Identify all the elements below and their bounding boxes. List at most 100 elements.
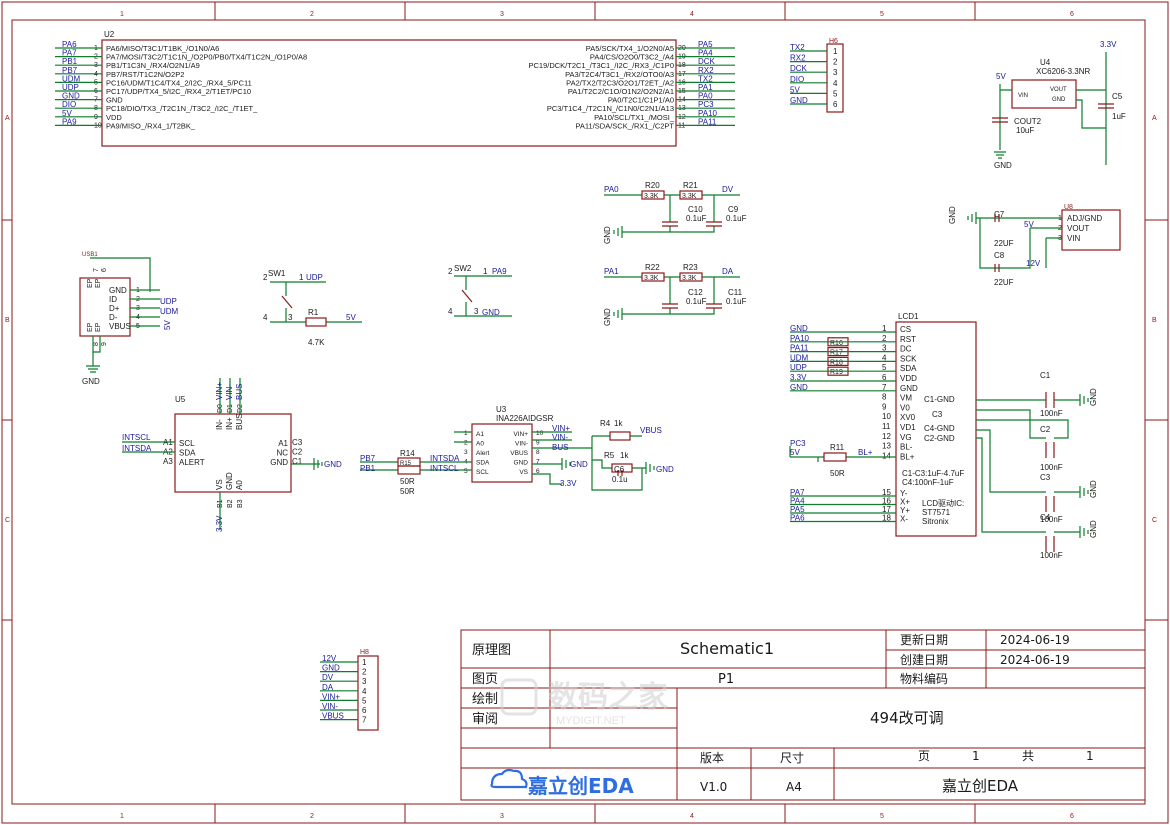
watermark-main: 数码之家 [548, 680, 668, 715]
u8-gnd: GND [948, 206, 957, 224]
sw2-net: PA9 [492, 267, 507, 276]
u5-bottom-label: GND [225, 472, 234, 490]
lcd-pin-label: XV0 [900, 413, 916, 422]
u4-ldo[interactable]: U4 XC6206-3.3NR VIN VOUT GND 5V 3.3V COU… [992, 40, 1126, 170]
u4-part: XC6206-3.3NR [1036, 67, 1090, 76]
usb-ep-label: EP [87, 322, 94, 332]
u5-right-label: GND [270, 458, 288, 467]
sw1-switch[interactable]: SW1 2 1 4 3 UDP R1 4.7K 5V [263, 269, 362, 347]
h8-net: GND [322, 664, 340, 673]
watermark: 数码之家 MYDIGIT.NET [500, 678, 668, 727]
lcd-note1: C1-C3:1uF-4.7uF [902, 469, 964, 478]
lcd-touch-net: PA5 [790, 505, 805, 514]
c6-gnd: GND [656, 465, 674, 474]
u2-left-net: PA6 [62, 40, 77, 49]
lcd-cap-label: C1-GND [924, 395, 955, 404]
u2-right-net: PA5 [698, 40, 713, 49]
divider-pa0[interactable]: PA0 R20 3.3K R21 3.3K DV C10 0.1uF C9 0.… [603, 181, 747, 244]
r22-val: 3.3K [644, 275, 659, 282]
u3-right-label: VS [519, 469, 528, 476]
u2-left-func: PA7/MOSI/T3C2/T1C1N_/O2P0/PB0/TX4/T1C2N_… [106, 53, 307, 62]
sw1-ref: SW1 [268, 269, 286, 278]
da-net: DA [722, 267, 734, 276]
lcd-pin-label: V0 [900, 403, 910, 412]
tb-v-page: P1 [718, 672, 734, 687]
lcd-net: PA11 [790, 344, 809, 353]
u4-vin: VIN [1018, 93, 1028, 99]
lcd-pin-label: SDA [900, 364, 917, 373]
tb-k-size: 尺寸 [780, 751, 804, 765]
u3-net-bus: BUS [552, 443, 568, 452]
usb-gnd: GND [82, 377, 100, 386]
c12-val: 0.1uF [686, 297, 707, 306]
r21-val: 3.3K [682, 193, 697, 200]
lcd-res: R19 [830, 369, 843, 376]
lcd-pin: 11 [882, 422, 891, 431]
lcd-net: GND [790, 324, 808, 333]
ruler-col-bottom: 4 [690, 813, 694, 820]
u2-ref: U2 [104, 30, 115, 39]
usb-net-udp: UDP [160, 297, 177, 306]
u3-left-label: A0 [476, 441, 484, 448]
ruler-col-top: 5 [880, 11, 884, 18]
r21-ref: R21 [683, 181, 698, 190]
r15-ref: R15 [400, 461, 412, 467]
lcd-pin: 10 [882, 412, 891, 421]
dv-net: DV [722, 185, 734, 194]
u3-ref: U3 [496, 405, 507, 414]
lcd-net: 3.3V [790, 373, 807, 382]
lcd-res: R18 [830, 359, 843, 366]
sw2-gnd: GND [482, 308, 500, 317]
u2-left-func: PA6/MISO/T3C1/T1BK_/O1N0/A6 [106, 44, 219, 53]
sw2-switch[interactable]: SW2 2 1 4 3 PA9 GND [448, 264, 512, 317]
h8-pin: 1 [362, 658, 367, 667]
u3-net-3v3: 3.3V [560, 479, 577, 488]
u5-left-label: SCL [179, 439, 195, 448]
lcd-net: PA10 [790, 334, 810, 343]
u2-right-net: RX2 [698, 66, 714, 75]
lcd-net-5v: 5V [790, 448, 800, 457]
usb-ep-pin: 9 [101, 342, 108, 346]
ruler-row-right: B [1152, 317, 1157, 324]
lcd-pin-label: X- [900, 515, 908, 524]
lcd-pin: 8 [882, 393, 887, 402]
lcd-cap-gnd: GND [1089, 480, 1098, 498]
u2-left-func: PB7/RST/T1C2N/O2P2 [106, 70, 184, 79]
lcd-drv3: Sitronix [922, 517, 949, 526]
brand-text: 嘉立创EDA [527, 774, 634, 798]
u8-net-12v: 12V [1026, 259, 1041, 268]
lcd-pin: 12 [882, 432, 891, 441]
tb-k-schematic: 原理图 [472, 643, 511, 658]
divider-pa1[interactable]: PA1 R22 3.3K R23 3.3K DA C12 0.1uF C11 0… [603, 263, 747, 326]
tb-k-updated: 更新日期 [900, 632, 948, 647]
c9-val: 0.1uF [726, 214, 747, 223]
r1-ref: R1 [308, 308, 319, 317]
uart-net: GND [790, 96, 808, 105]
r5-ref: R5 [604, 451, 615, 460]
uart-pin: 6 [833, 100, 838, 109]
u3-left-pin: 2 [464, 440, 468, 447]
u5-top-label: IN- [215, 419, 224, 430]
lcd-res: R17 [830, 350, 843, 357]
u2-right-pins: PA520PA5/SCK/TX4_1/O2N0/A5PA419PA4/CS/O2… [529, 40, 735, 130]
u5-top-vinp: VIN+ [215, 382, 224, 400]
u2-right-func: PC3/T1C4_/T2C1N_/C1N0/C2N1/A13 [547, 104, 674, 113]
lcd-net-pc3: PC3 [790, 439, 806, 448]
r5-val: 1k [620, 451, 629, 460]
lcd-pin-label: SCK [900, 354, 917, 363]
c6-val: 0.1u [612, 475, 628, 484]
r1-val: 4.7K [308, 338, 325, 347]
u3-net-pb7: PB7 [360, 454, 376, 463]
r14-ref: R14 [400, 449, 415, 458]
